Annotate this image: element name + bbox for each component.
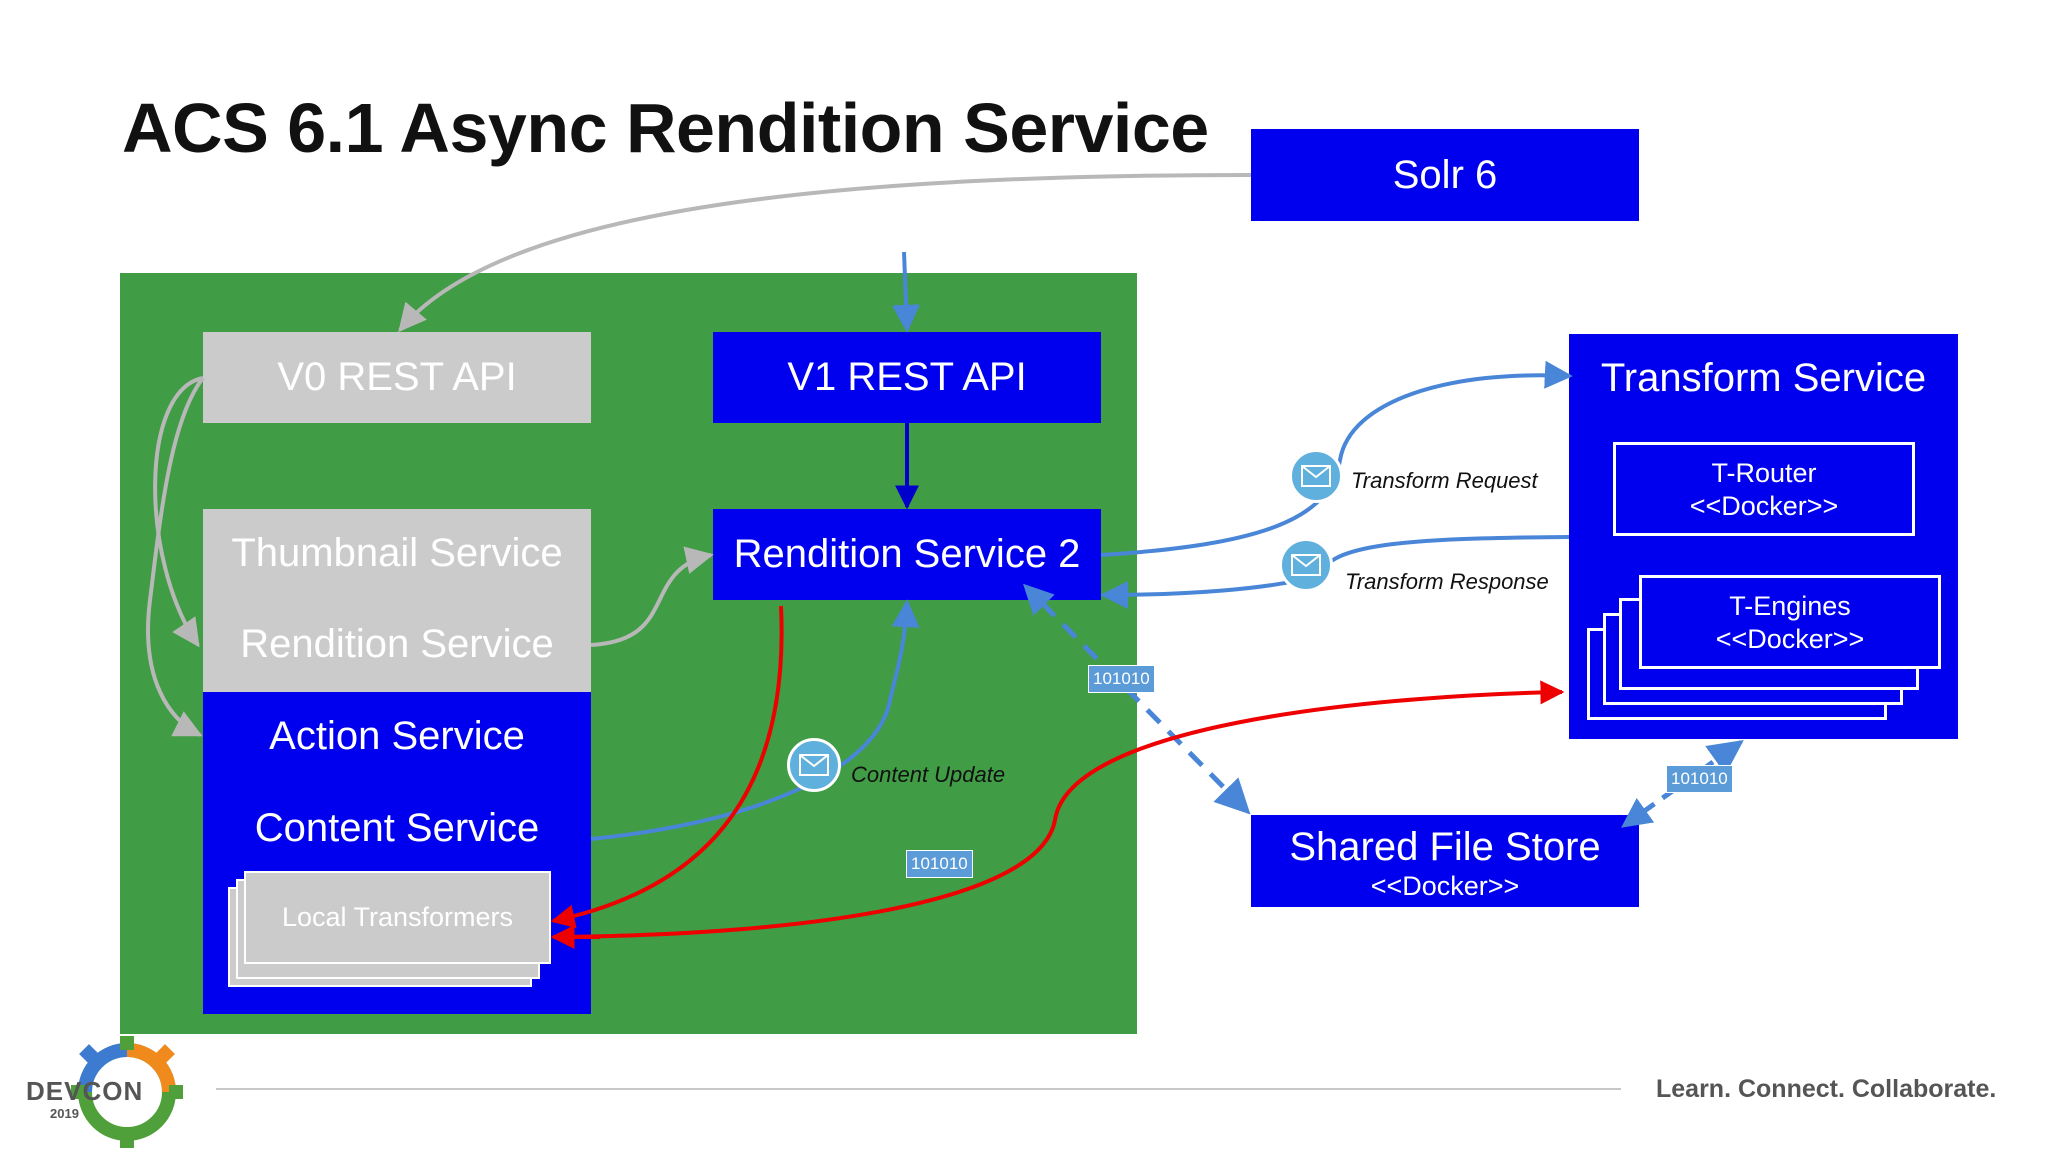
shared-file-store-docker-label: <<Docker>>	[1370, 871, 1520, 901]
local-transformers-t-engines-arrow	[552, 680, 1565, 939]
devcon-logo-year: 2019	[50, 1106, 79, 1121]
rendition-to-rendition-2-arrow	[590, 546, 714, 647]
v0-rest-api-label: V0 REST API	[277, 355, 517, 399]
solr-box: Solr 6	[1251, 129, 1639, 221]
rendition-2-to-local-transformers-arrow	[550, 605, 784, 929]
rendition-service-label: Rendition Service	[240, 622, 554, 666]
rendition-service-2-box: Rendition Service 2	[713, 509, 1101, 600]
local-transformers-card: Local Transformers	[244, 871, 551, 964]
t-engines-card: T-Engines <<Docker>>	[1639, 575, 1941, 669]
binary-badge-local-transformers: 101010	[906, 850, 973, 878]
thumbnail-service-label: Thumbnail Service	[231, 531, 563, 575]
t-engines-label: T-Engines	[1729, 591, 1851, 621]
t-engines-docker-label: <<Docker>>	[1715, 624, 1865, 654]
v0-rest-api-box: V0 REST API	[203, 332, 591, 423]
t-router-label: T-Router	[1711, 458, 1817, 488]
content-update-arrow	[590, 599, 920, 841]
rendition-service-2-label: Rendition Service 2	[733, 532, 1081, 576]
rendition-2-file-store-arrow	[1023, 583, 1251, 815]
solr-to-v0-arrow	[398, 173, 1252, 333]
t-router-box: T-Router <<Docker>>	[1613, 442, 1915, 536]
content-update-envelope-icon	[787, 738, 841, 792]
devcon-logo-name: DEVCON	[26, 1076, 144, 1106]
binary-badge-rendition-store: 101010	[1088, 665, 1155, 693]
incoming-to-v1-arrow	[892, 251, 921, 333]
transform-request-label: Transform Request	[1351, 468, 1538, 493]
footer-tagline: Learn. Connect. Collaborate.	[1656, 1075, 1997, 1103]
shared-file-store-label: Shared File Store	[1289, 825, 1601, 869]
v1-rest-api-label: V1 REST API	[787, 355, 1027, 399]
slide-title: ACS 6.1 Async Rendition Service	[122, 89, 1209, 167]
footer-divider	[216, 1088, 1621, 1090]
v0-to-rendition-service-arrow	[153, 376, 204, 648]
local-transformers-label: Local Transformers	[281, 902, 514, 932]
gear-icon	[71, 1036, 183, 1148]
action-service-label: Action Service	[269, 714, 525, 758]
transform-request-arrow	[1100, 360, 1573, 557]
core-services-block: Action Service Content Service Local Tra…	[203, 692, 591, 1014]
content-update-label: Content Update	[851, 762, 1006, 787]
v0-to-action-service-arrow	[146, 376, 205, 737]
v1-rest-api-box: V1 REST API	[713, 332, 1101, 423]
solr-label: Solr 6	[1392, 152, 1498, 197]
t-router-docker-label: <<Docker>>	[1689, 491, 1839, 521]
shared-file-store-box: Shared File Store <<Docker>>	[1251, 815, 1639, 907]
transform-service-label: Transform Service	[1600, 356, 1927, 400]
binary-badge-transform-store: 101010	[1666, 765, 1733, 793]
transform-response-label: Transform Response	[1345, 569, 1549, 594]
transform-response-envelope-icon	[1279, 538, 1333, 592]
content-service-label: Content Service	[254, 806, 540, 850]
devcon-logo: DEVCON 2019	[22, 1036, 192, 1148]
transform-request-envelope-icon	[1289, 449, 1343, 503]
transform-service-box: Transform Service T-Router <<Docker>> T-…	[1569, 334, 1958, 739]
legacy-services-block: Thumbnail Service Rendition Service	[203, 509, 591, 692]
